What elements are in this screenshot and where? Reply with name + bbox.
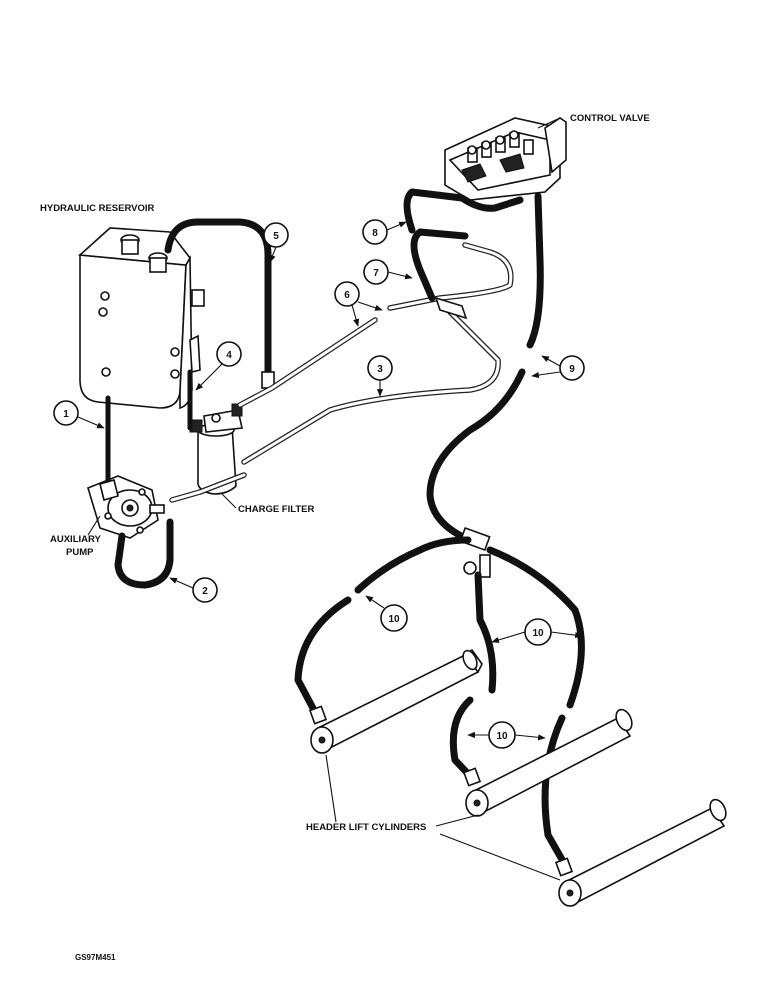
hose-10-right-lower xyxy=(541,714,572,874)
leader-charge-filter xyxy=(221,493,237,509)
svg-text:5: 5 xyxy=(273,231,279,242)
leader-cylinder-1 xyxy=(325,754,337,823)
auxiliary-pump xyxy=(87,475,165,539)
hose-10-right-upper xyxy=(486,546,585,709)
leader-cylinder-3 xyxy=(439,833,561,881)
callout-4: 4 xyxy=(195,341,242,391)
hose-2 xyxy=(114,518,174,589)
lift-cylinder-1 xyxy=(308,648,483,754)
leader-auxiliary-pump xyxy=(87,515,101,536)
hose-10-left-lower xyxy=(294,596,352,716)
callout-8: 8 xyxy=(362,219,407,245)
callout-9: 9 xyxy=(531,355,585,381)
leader-cylinder-2 xyxy=(435,814,479,827)
hose-8 xyxy=(403,188,524,234)
hose-10-mid-lower xyxy=(449,696,476,782)
callout-10-center: 10 xyxy=(491,618,583,646)
svg-text:7: 7 xyxy=(373,268,379,279)
svg-text:1: 1 xyxy=(63,409,69,420)
tube-7-fitting xyxy=(434,296,468,320)
label-charge-filter: CHARGE FILTER xyxy=(238,504,314,515)
label-auxiliary-pump-line2: PUMP xyxy=(66,547,94,558)
svg-text:2: 2 xyxy=(202,586,208,597)
hydraulic-reservoir xyxy=(78,227,205,410)
svg-text:8: 8 xyxy=(372,228,378,239)
tee-fitting xyxy=(459,526,491,578)
svg-text:10: 10 xyxy=(532,628,544,639)
callout-5: 5 xyxy=(263,222,289,263)
callout-2: 2 xyxy=(169,577,218,603)
hose-10-left-upper xyxy=(354,536,472,594)
callout-7: 7 xyxy=(363,259,413,285)
hose-9 xyxy=(526,192,544,349)
callout-10-lower: 10 xyxy=(467,721,546,749)
svg-text:4: 4 xyxy=(226,350,232,361)
svg-text:6: 6 xyxy=(344,290,350,301)
svg-text:3: 3 xyxy=(377,364,383,375)
label-control-valve: CONTROL VALVE xyxy=(570,113,650,124)
callout-6: 6 xyxy=(334,281,383,327)
label-hydraulic-reservoir: HYDRAULIC RESERVOIR xyxy=(40,203,155,214)
callout-1: 1 xyxy=(53,400,105,429)
figure-reference: GS97M451 xyxy=(75,953,116,962)
label-header-lift-cylinders: HEADER LIFT CYLINDERS xyxy=(306,822,426,833)
hose-10-mid-upper xyxy=(474,571,497,694)
callout-3: 3 xyxy=(367,355,393,397)
callout-10-left: 10 xyxy=(365,595,408,632)
svg-text:10: 10 xyxy=(496,731,508,742)
hose-7 xyxy=(410,228,469,302)
lift-cylinder-3 xyxy=(554,798,727,907)
svg-text:9: 9 xyxy=(569,364,575,375)
control-valve xyxy=(444,117,567,201)
leader-control-valve xyxy=(537,117,561,129)
svg-text:10: 10 xyxy=(388,614,400,625)
lift-cylinder-2 xyxy=(462,708,633,817)
label-auxiliary-pump-line1: AUXILIARY xyxy=(50,534,102,545)
